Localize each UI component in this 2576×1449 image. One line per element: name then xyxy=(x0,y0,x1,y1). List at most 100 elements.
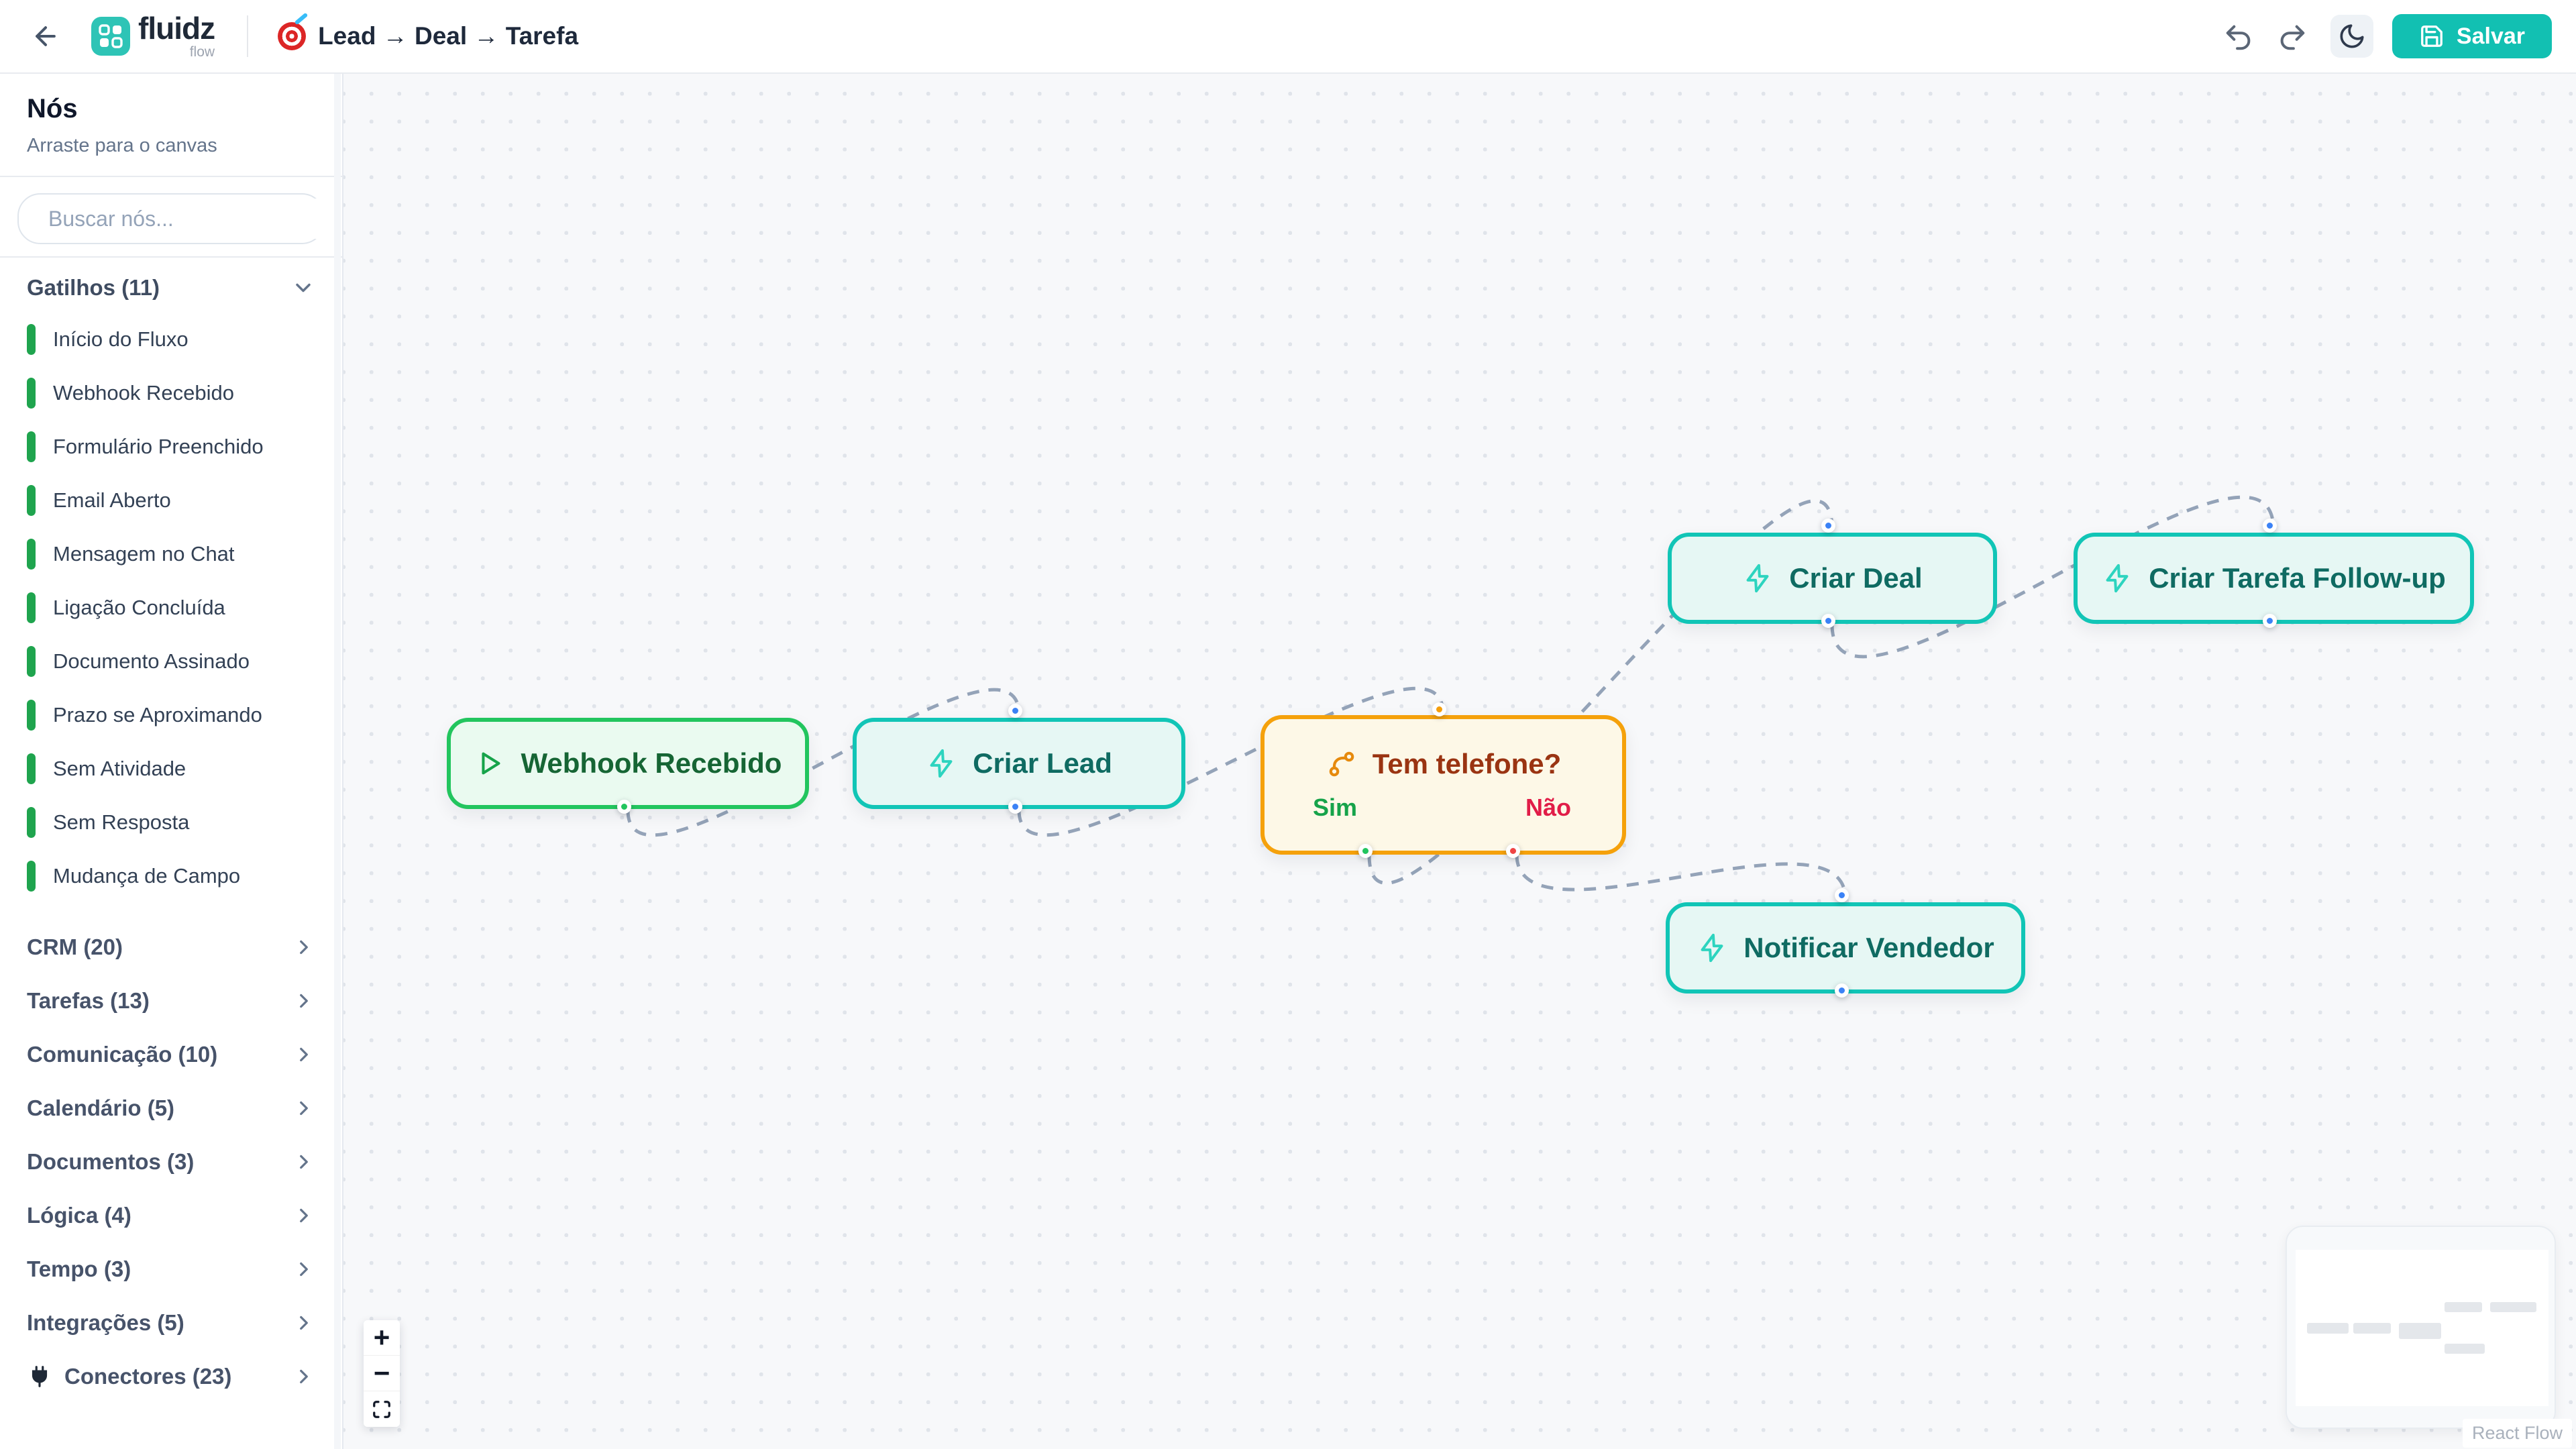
node-item-sem-resposta[interactable]: Sem Resposta xyxy=(27,796,315,849)
node-item-formulario-preenchido[interactable]: Formulário Preenchido xyxy=(27,420,315,474)
zap-icon xyxy=(2106,564,2129,593)
divider xyxy=(0,176,342,177)
node-item-inicio-do-fluxo[interactable]: Início do Fluxo xyxy=(27,313,315,366)
edge-criar-deal-to-criar-tarefa[interactable] xyxy=(1830,495,2275,659)
flow-node-criar-tarefa-follow-up[interactable]: Criar Tarefa Follow-up xyxy=(2074,533,2474,624)
category-conectores[interactable]: Conectores (23) xyxy=(27,1350,315,1403)
node-item-label: Ligação Concluída xyxy=(53,596,225,619)
condition-output-sim[interactable]: Sim xyxy=(1313,794,1358,821)
trigger-color-bar xyxy=(27,807,36,838)
edge-layer xyxy=(626,495,2275,900)
handle-criar-lead-source[interactable] xyxy=(1008,800,1022,814)
node-item-email-aberto[interactable]: Email Aberto xyxy=(27,474,315,527)
redo-button[interactable] xyxy=(2270,15,2313,58)
flow-canvas[interactable]: Webhook Recebido Criar Lead Tem telefone… xyxy=(343,74,2576,1449)
flow-node-criar-deal[interactable]: Criar Deal xyxy=(1668,533,1997,624)
handle-criar-deal-source[interactable] xyxy=(1821,614,1835,628)
trigger-color-bar xyxy=(27,700,36,731)
edge-nao-to-notificar-vendedor[interactable] xyxy=(1515,854,1847,900)
flow-node-criar-lead[interactable]: Criar Lead xyxy=(853,718,1185,809)
section-gatilhos[interactable]: Gatilhos (11) xyxy=(27,267,315,309)
node-palette-sidebar: Nós Arraste para o canvas Gatilhos (11) … xyxy=(0,74,343,1449)
redo-icon xyxy=(2280,25,2305,50)
minimap[interactable] xyxy=(2286,1226,2556,1429)
node-item-documento-assinado[interactable]: Documento Assinado xyxy=(27,635,315,688)
node-item-label: Sem Resposta xyxy=(53,810,190,834)
node-item-mensagem-no-chat[interactable]: Mensagem no Chat xyxy=(27,527,315,581)
handle-notificar-target[interactable] xyxy=(1835,888,1849,902)
sidebar-subtitle: Arraste para o canvas xyxy=(27,135,217,156)
search-input[interactable] xyxy=(48,199,330,239)
sidebar-scrollbar[interactable] xyxy=(334,74,341,1449)
category-tarefas[interactable]: Tarefas (13) xyxy=(27,974,315,1028)
trigger-color-bar xyxy=(27,431,36,462)
minimap-node xyxy=(2307,1323,2349,1334)
category-logica[interactable]: Lógica (4) xyxy=(27,1189,315,1242)
edge-criar-lead-to-tem-telefone[interactable] xyxy=(1017,686,1445,837)
chevron-right-icon xyxy=(300,1369,308,1384)
zoom-out-button[interactable]: − xyxy=(364,1356,400,1391)
category-label: Documentos (3) xyxy=(27,1149,195,1174)
chevron-right-icon xyxy=(300,1316,308,1330)
node-item-webhook-recebido[interactable]: Webhook Recebido xyxy=(27,366,315,420)
node-item-label: Início do Fluxo xyxy=(53,327,189,351)
node-item-mudanca-de-campo[interactable]: Mudança de Campo xyxy=(27,849,315,903)
category-comunicacao[interactable]: Comunicação (10) xyxy=(27,1028,315,1081)
fit-view-icon xyxy=(373,1400,390,1418)
trigger-color-bar xyxy=(27,324,36,355)
handle-sim-source[interactable] xyxy=(1358,844,1373,858)
flow-node-notificar-vendedor[interactable]: Notificar Vendedor xyxy=(1666,902,2025,994)
node-label: Tem telefone? xyxy=(1372,748,1562,780)
chevron-right-icon xyxy=(300,1262,308,1277)
fluidz-logo-icon xyxy=(91,17,130,56)
undo-button[interactable] xyxy=(2218,15,2261,58)
condition-output-nao[interactable]: Não xyxy=(1525,794,1571,821)
category-documentos[interactable]: Documentos (3) xyxy=(27,1135,315,1189)
category-integracoes[interactable]: Integrações (5) xyxy=(27,1296,315,1350)
handle-criar-tarefa-target[interactable] xyxy=(2263,519,2277,533)
search-box xyxy=(17,193,330,244)
category-label: Calendário (5) xyxy=(27,1095,175,1120)
category-label: Conectores (23) xyxy=(64,1364,232,1389)
chevron-right-icon xyxy=(300,940,308,955)
chevron-down-icon xyxy=(296,283,311,292)
zoom-in-button[interactable]: + xyxy=(364,1320,400,1356)
node-item-label: Webhook Recebido xyxy=(53,381,234,405)
section-label: Gatilhos (11) xyxy=(27,275,160,300)
flow-node-tem-telefone[interactable]: Tem telefone? Sim Não xyxy=(1260,715,1626,855)
category-label: Comunicação (10) xyxy=(27,1042,218,1067)
category-label: Tarefas (13) xyxy=(27,988,150,1013)
trigger-color-bar xyxy=(27,378,36,409)
minimap-node xyxy=(2445,1302,2482,1312)
handle-tem-telefone-target[interactable] xyxy=(1432,702,1446,716)
save-button[interactable]: Salvar xyxy=(2392,14,2552,58)
category-calendario[interactable]: Calendário (5) xyxy=(27,1081,315,1135)
handle-criar-tarefa-source[interactable] xyxy=(2263,614,2277,628)
category-label: Integrações (5) xyxy=(27,1310,184,1335)
category-crm[interactable]: CRM (20) xyxy=(27,920,315,974)
back-button[interactable] xyxy=(27,17,64,55)
handle-criar-deal-target[interactable] xyxy=(1821,519,1835,533)
react-flow-attribution[interactable]: React Flow xyxy=(2462,1419,2572,1448)
dark-mode-toggle[interactable] xyxy=(2330,15,2373,58)
edge-webhook-to-criar-lead[interactable] xyxy=(626,688,1021,837)
node-item-label: Mensagem no Chat xyxy=(53,542,235,566)
node-item-sem-atividade[interactable]: Sem Atividade xyxy=(27,742,315,796)
minimap-node xyxy=(2353,1323,2391,1334)
brand-name: fluidz xyxy=(138,11,215,46)
node-item-label: Sem Atividade xyxy=(53,757,186,780)
handle-notificar-source[interactable] xyxy=(1835,983,1849,998)
node-item-label: Mudança de Campo xyxy=(53,864,241,888)
node-item-ligacao-concluida[interactable]: Ligação Concluída xyxy=(27,581,315,635)
flow-node-webhook-recebido[interactable]: Webhook Recebido xyxy=(447,718,809,809)
plug-icon xyxy=(32,1366,48,1387)
edge-sim-to-criar-deal[interactable] xyxy=(1367,499,1834,885)
handle-criar-lead-target[interactable] xyxy=(1008,704,1022,718)
divider xyxy=(0,256,342,258)
fit-view-button[interactable] xyxy=(364,1391,400,1427)
handle-webhook-source[interactable] xyxy=(617,800,631,814)
node-item-prazo-se-aproximando[interactable]: Prazo se Aproximando xyxy=(27,688,315,742)
handle-nao-source[interactable] xyxy=(1506,844,1520,858)
category-tempo[interactable]: Tempo (3) xyxy=(27,1242,315,1296)
moon-icon xyxy=(2340,24,2364,48)
